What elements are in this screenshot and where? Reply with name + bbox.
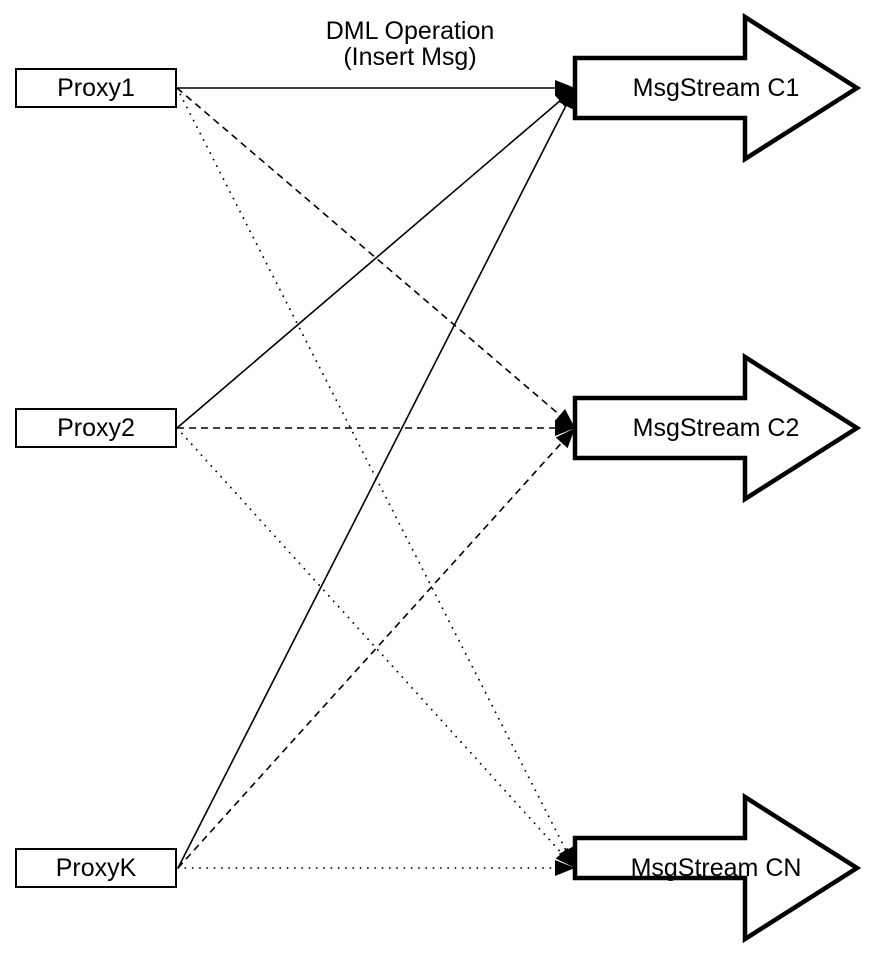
proxyk-label: ProxyK [55, 853, 137, 882]
proxy1-node: Proxy1 [15, 68, 177, 108]
proxy1-label: Proxy1 [57, 73, 135, 102]
dml-operation-label-line2: (Insert Msg) [343, 43, 477, 71]
msgstream-cn-label: MsgStream CN [630, 853, 802, 882]
proxyk-node: ProxyK [15, 848, 177, 888]
msgstream-c1-label-container: MsgStream C1 [575, 58, 857, 118]
dml-operation-label-line1: DML Operation [325, 17, 495, 45]
proxy2-label: Proxy2 [57, 413, 135, 442]
msgstream-c1-arrow-shape [572, 12, 862, 164]
msgstream-c1-label: MsgStream C1 [632, 73, 800, 102]
proxy2-node: Proxy2 [15, 408, 177, 448]
msgstream-cn-label-container: MsgStream CN [575, 838, 857, 898]
msgstream-c2-arrow-shape [572, 352, 862, 504]
msgstream-cn-arrow-shape [572, 792, 862, 944]
edge-proxy2-to-c1 [176, 87, 576, 429]
msgstream-c2-label: MsgStream C2 [632, 413, 800, 442]
edge-proxyk-to-c2 [177, 427, 576, 869]
dml-operation-label: DML Operation (Insert Msg) [300, 18, 520, 70]
edge-proxy1-to-cn [176, 87, 576, 869]
msgstream-c2-label-container: MsgStream C2 [575, 398, 857, 458]
edge-proxy1-to-c2 [176, 87, 576, 429]
